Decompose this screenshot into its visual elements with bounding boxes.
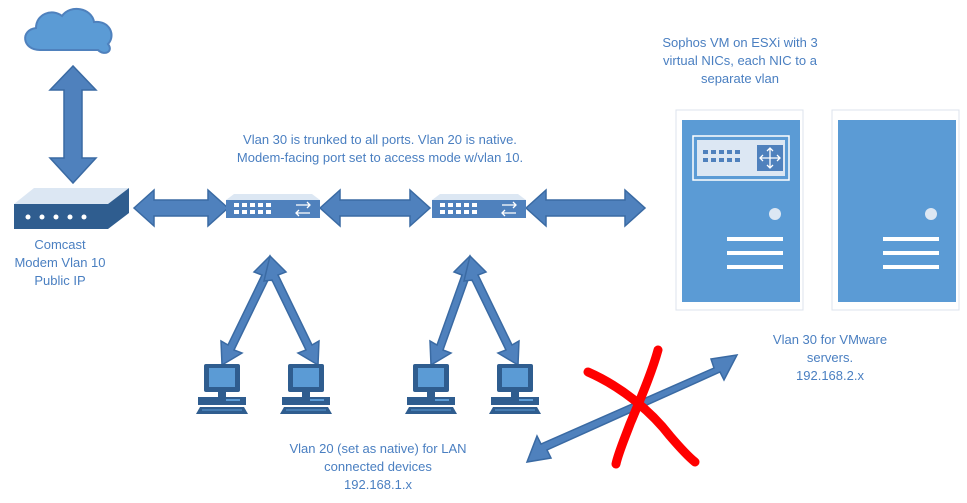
lan-label-line: Vlan 20 (set as native) for LAN <box>289 441 467 456</box>
computer-icon <box>404 363 458 415</box>
server-icon <box>831 109 960 311</box>
sophos-label-line: Sophos VM on ESXi with 3 <box>662 35 818 50</box>
modem-label: Comcast Modem Vlan 10 Public IP <box>5 236 115 290</box>
sophos-label-line: virtual NICs, each NIC to a <box>663 53 817 68</box>
vmware-label-line: servers. <box>806 350 854 365</box>
vmware-label: Vlan 30 for VMware servers. 192.168.2.x <box>750 331 910 385</box>
switch-icon <box>225 193 321 219</box>
vmware-label-line: Vlan 30 for VMware <box>772 332 888 347</box>
arrow-switch1-computers <box>220 254 320 367</box>
lan-label: Vlan 20 (set as native) for LAN connecte… <box>268 440 488 494</box>
trunk-label: Vlan 30 is trunked to all ports. Vlan 20… <box>200 131 560 167</box>
arrow-cloud-modem <box>48 64 98 185</box>
lan-label-line: 192.168.1.x <box>344 477 412 492</box>
trunk-label-line: Vlan 30 is trunked to all ports. Vlan 20… <box>243 132 517 147</box>
lan-label-line: connected devices <box>324 459 432 474</box>
switch-icon <box>431 193 527 219</box>
red-x-mark <box>583 345 700 469</box>
modem-label-line: Modem Vlan 10 <box>14 255 106 270</box>
modem-icon <box>14 188 129 229</box>
vmware-label-line: 192.168.2.x <box>796 368 864 383</box>
sophos-label-line: separate vlan <box>700 71 780 86</box>
trunk-label-line: Modem-facing port set to access mode w/v… <box>236 150 524 165</box>
modem-label-line: Comcast <box>34 237 86 252</box>
arrow-modem-switch1 <box>132 188 230 228</box>
modem-label-line: Public IP <box>34 273 86 288</box>
server-icon <box>675 109 804 311</box>
arrow-switch1-switch2 <box>318 188 432 228</box>
arrow-switch2-computers <box>429 254 520 367</box>
computer-icon <box>279 363 333 415</box>
sophos-label: Sophos VM on ESXi with 3 virtual NICs, e… <box>640 34 840 88</box>
computer-icon <box>195 363 249 415</box>
arrow-switch2-server <box>524 188 647 228</box>
cloud-icon <box>24 7 113 54</box>
computer-icon <box>488 363 542 415</box>
